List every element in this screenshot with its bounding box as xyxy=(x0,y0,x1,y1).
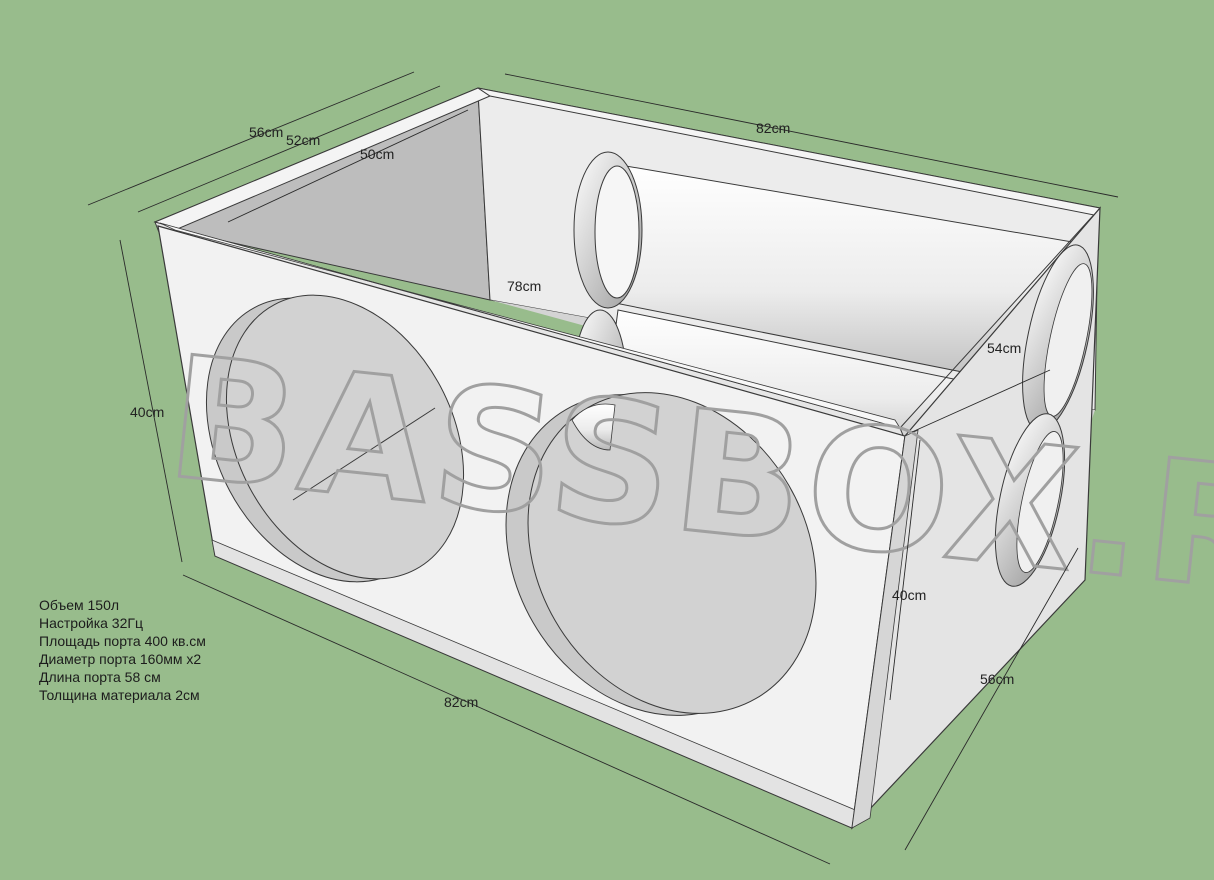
dim-top-length: 82cm xyxy=(756,120,790,136)
speaker-cutout-right xyxy=(505,392,817,716)
dim-bottom-length: 82cm xyxy=(444,694,478,710)
spec-material-thickness: Толщина материала 2см xyxy=(39,687,200,703)
dim-inner-side: 54cm xyxy=(987,340,1021,356)
spec-tuning: Настройка 32Гц xyxy=(39,615,143,631)
dimension-lines xyxy=(87,71,1119,865)
speaker-cutout-left xyxy=(205,294,465,583)
dim-inner-length: 78cm xyxy=(507,278,541,294)
dim-top-depth-mid: 52cm xyxy=(286,132,320,148)
spec-port-diameter: Диаметр порта 160мм x2 xyxy=(39,651,202,667)
dim-bottom-depth: 56cm xyxy=(980,671,1014,687)
port-tube-upper xyxy=(573,151,1091,396)
dim-front-height: 40cm xyxy=(130,404,164,420)
specs-block: Объем 150л Настройка 32Гц Площадь порта … xyxy=(39,596,206,704)
dim-top-depth-outer: 56cm xyxy=(249,124,283,140)
spec-port-area: Площадь порта 400 кв.см xyxy=(39,633,206,649)
dim-side-height: 40cm xyxy=(892,587,926,603)
spec-port-length: Длина порта 58 см xyxy=(39,669,161,685)
dim-top-depth-inner: 50cm xyxy=(360,146,394,162)
port-opening-lower xyxy=(994,413,1066,587)
spec-volume: Объем 150л xyxy=(39,597,120,613)
port-opening-upper xyxy=(1022,244,1094,432)
